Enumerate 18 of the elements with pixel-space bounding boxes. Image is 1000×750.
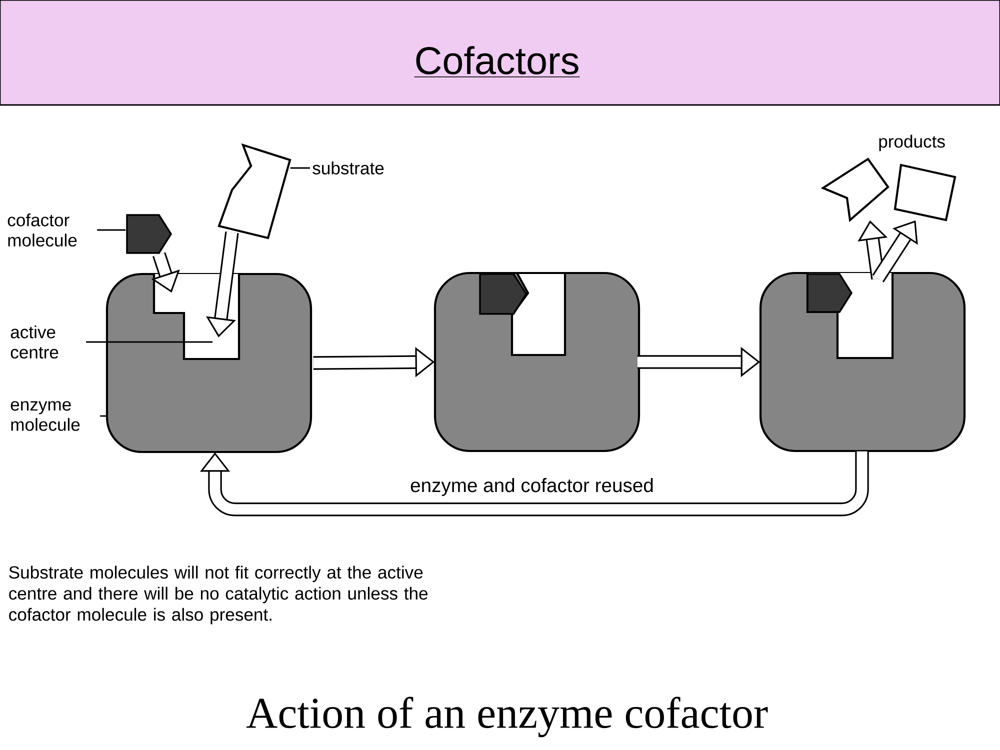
note-text: Substrate molecules will not fit correctly at the active centre and there will be no catalytic action unless the cofactor molecule is also present. bbox=[9, 566, 428, 624]
title-banner: Cofactors bbox=[0, 0, 1000, 106]
leader-line bbox=[290, 167, 310, 169]
caption: Action of an enzyme cofactor bbox=[246, 696, 768, 738]
edge-label: enzyme and cofactor reused bbox=[408, 476, 656, 498]
arrow bbox=[200, 451, 869, 516]
enzyme-drawing bbox=[434, 272, 640, 452]
product-drawing bbox=[894, 164, 956, 222]
cofactor-drawing bbox=[126, 214, 172, 254]
part-label: enzyme molecule bbox=[10, 401, 80, 431]
part-label: products bbox=[879, 134, 945, 152]
leader-line bbox=[100, 415, 107, 417]
leader-line bbox=[97, 229, 126, 231]
part-label: substrate bbox=[312, 162, 384, 174]
part-label: active centre bbox=[10, 325, 58, 359]
enzyme-drawing bbox=[759, 272, 966, 452]
leader-line bbox=[86, 341, 212, 343]
part-label: cofactor molecule bbox=[8, 213, 77, 247]
